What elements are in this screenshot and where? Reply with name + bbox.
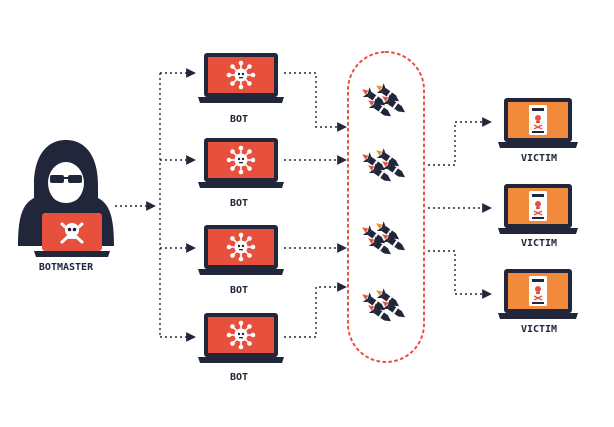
victim-1: VICTIM [497,97,579,164]
arrow-bot4-to-pool [284,282,347,338]
victim-2: VICTIM [497,183,579,249]
server-skull-icon [497,183,579,235]
missile-icon [359,145,409,186]
attack-pool-border [347,51,425,363]
server-skull-icon [497,268,579,320]
virus-icon [198,225,284,275]
botmaster-laptop [34,213,110,257]
victim-label: VICTIM [521,324,557,335]
arrow-pool-to-victim-3 [428,250,492,299]
missile-icon [359,80,409,121]
virus-icon [198,53,284,103]
virus-icon [198,313,284,363]
bot-label: BOT [230,285,248,296]
attack-pool [347,51,425,363]
bot-3: BOT [198,225,284,296]
bot-1: BOT [198,53,284,125]
victim-label: VICTIM [521,153,557,164]
bot-label: BOT [230,198,248,209]
server-skull-icon [497,97,579,149]
virus-icon [198,138,284,188]
skull-crossbones-icon [60,222,84,244]
missile-icon [359,218,409,259]
arrow-bot1-to-pool [284,72,347,132]
victim-label: VICTIM [521,238,557,249]
victim-3: VICTIM [497,268,579,335]
bot-label: BOT [230,114,248,125]
bot-label: BOT [230,372,248,383]
missile-icon [359,285,409,326]
botmaster-label: BOTMASTER [39,262,94,273]
botmaster: BOTMASTER [18,140,114,273]
bot-2: BOT [198,138,284,209]
bot-4: BOT [198,313,284,383]
arrow-pool-to-victim-1 [428,117,492,166]
connectors [115,68,492,342]
